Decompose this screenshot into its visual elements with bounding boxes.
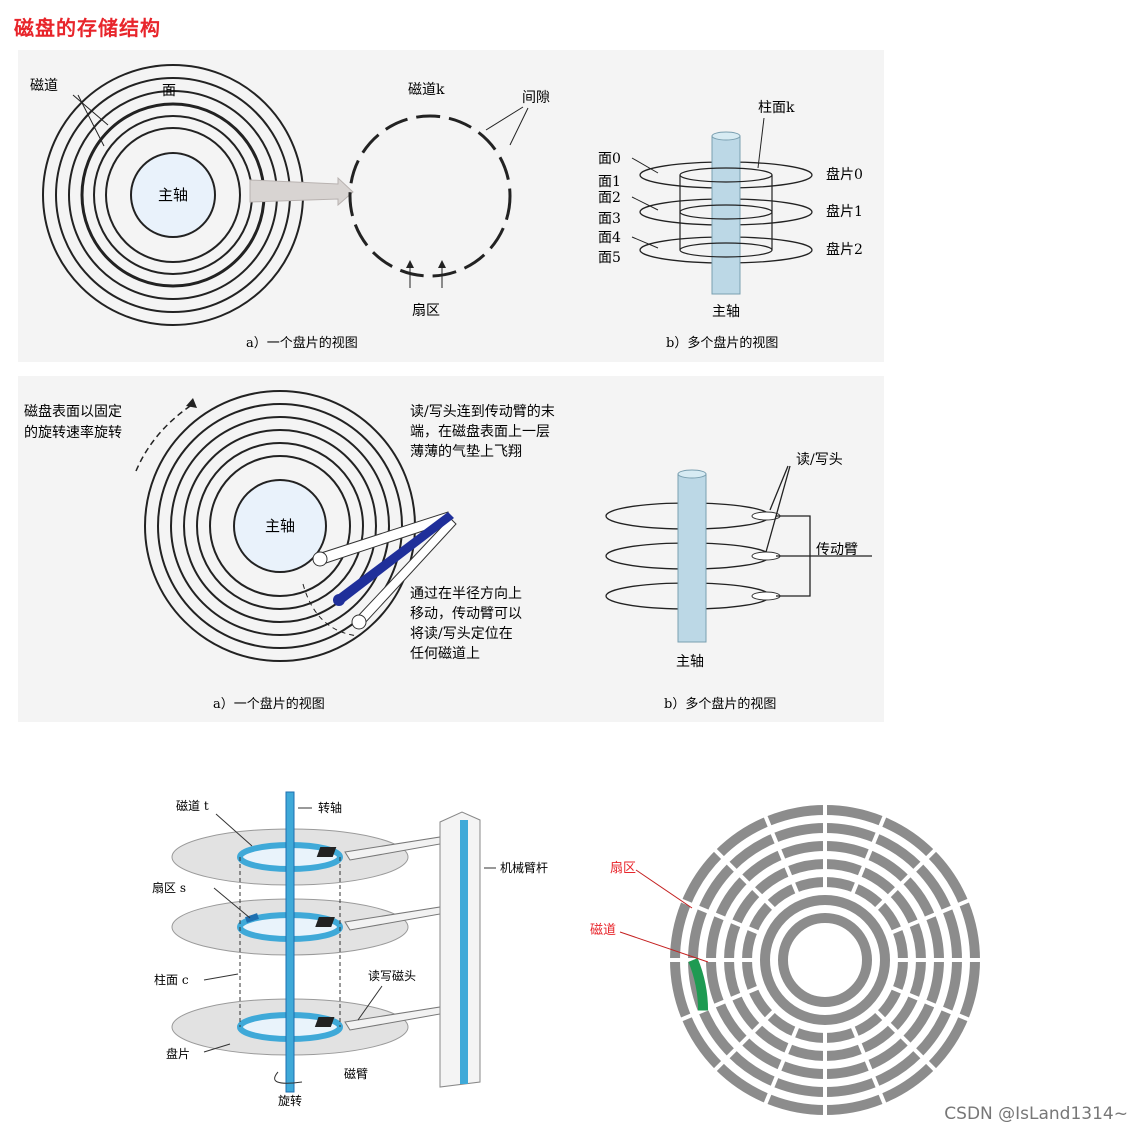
multi-arm-caption: b）多个盘片的视图	[664, 696, 776, 712]
arm-platter-panel: 主轴 磁盘表面以固定 的旋转速率旋转 读/写头连到传动臂的末 端，在磁盘表面上一…	[18, 376, 588, 722]
spindle-label: 主轴	[158, 186, 188, 204]
sector-divider	[711, 1006, 779, 1074]
move-note-3: 将读/写头定位在	[410, 625, 513, 642]
cylinder-c-label: 柱面 c	[154, 972, 189, 987]
actuator-label: 传动臂	[816, 542, 858, 558]
gap-label: 间隙	[522, 90, 550, 106]
track-k-label: 磁道k	[408, 82, 445, 98]
spindle-label-e: 转轴	[318, 800, 342, 815]
rw-head-label-b: 读写磁头	[368, 968, 416, 983]
track-t-label: 磁道 t	[176, 798, 209, 813]
sector-track-diagram: 扇区 磁道	[590, 802, 983, 1118]
sector-divider	[871, 1006, 939, 1074]
sector-divider	[711, 846, 779, 914]
single-platter-diagram: 主轴 磁道 面 磁道k 间隙 扇区 a）一个盘片的视图	[30, 64, 550, 351]
sector-divider	[887, 897, 972, 936]
stacked-platters-diagram: 磁道 t 转轴 扇区 s 机械臂杆 柱面 c 读写磁头 盘片 磁臂 旋转	[152, 791, 548, 1108]
spindle-label-b: 主轴	[712, 304, 740, 320]
move-note-4: 任何磁道上	[410, 646, 480, 662]
arm-label: 磁臂	[344, 1066, 368, 1081]
rotation-label: 旋转	[278, 1093, 302, 1108]
cylinder-label: 柱面k	[758, 100, 795, 116]
sector-label-b: 扇区	[610, 860, 636, 876]
head-note-2: 端，在磁盘表面上一层	[410, 423, 550, 440]
platter-0-label: 盘片0	[826, 166, 863, 183]
sector-divider	[678, 984, 763, 1023]
sector-divider	[849, 813, 888, 898]
spindle-rod	[285, 791, 295, 1093]
face-0-label: 面0	[598, 151, 621, 167]
move-note-2: 移动，传动臂可以	[410, 606, 522, 622]
track-label-b: 磁道	[590, 923, 616, 938]
rotate-note-1: 磁盘表面以固定	[24, 403, 122, 420]
arm-shaft	[460, 820, 468, 1084]
track-ring	[778, 913, 872, 1007]
spindle-label-d: 主轴	[676, 654, 704, 670]
sector-divider	[849, 1022, 888, 1107]
head-note-3: 薄薄的气垫上飞翔	[410, 444, 522, 460]
sector-divider	[678, 897, 763, 936]
single-platter-panel: 主轴 磁道 面 磁道k 间隙 扇区 a）一个盘片的视图	[18, 50, 588, 362]
track-k-circle	[348, 114, 512, 278]
arm-platter-diagram: 主轴 磁盘表面以固定 的旋转速率旋转 读/写头连到传动臂的末 端，在磁盘表面上一…	[24, 390, 555, 712]
multi-platter-caption: b）多个盘片的视图	[666, 335, 778, 351]
face-5-label: 面5	[598, 250, 621, 266]
sector-divider	[871, 846, 939, 914]
move-note-1: 通过在半径方向上	[410, 586, 522, 602]
platter-label: 盘片	[166, 1046, 190, 1061]
surface-label: 面	[162, 83, 176, 99]
platter-1-label: 盘片1	[826, 203, 863, 220]
arm-shaft-label: 机械臂杆	[500, 860, 548, 875]
sector-divider	[762, 813, 801, 898]
arm-platter-caption: a）一个盘片的视图	[213, 696, 325, 712]
actuator-arm	[336, 512, 454, 604]
head-note-1: 读/写头连到传动臂的末	[410, 403, 555, 420]
face-3-label: 面3	[598, 211, 621, 227]
zoom-arrow	[249, 176, 354, 207]
face-1-label: 面1	[598, 174, 621, 190]
spindle-label-c: 主轴	[265, 517, 295, 535]
rw-head-label: 读/写头	[796, 451, 843, 468]
face-2-label: 面2	[598, 190, 621, 206]
multi-arm-panel: 读/写头 传动臂 主轴 b）多个盘片的视图	[588, 376, 884, 722]
sector-divider	[887, 984, 972, 1023]
sector-label: 扇区	[412, 303, 440, 319]
track-ring	[760, 895, 890, 1025]
multi-arm-diagram: 读/写头 传动臂 主轴 b）多个盘片的视图	[605, 451, 872, 712]
stacked-platters-panel: 磁道 t 转轴 扇区 s 机械臂杆 柱面 c 读写磁头 盘片 磁臂 旋转	[140, 782, 560, 1112]
highlighted-sector	[688, 958, 709, 1011]
rotate-note-2: 的旋转速率旋转	[24, 424, 122, 441]
single-platter-caption: a）一个盘片的视图	[246, 335, 358, 351]
watermark: CSDN @IsLand1314~	[944, 1104, 1128, 1124]
spindle-column	[711, 135, 741, 295]
multi-platter-panel: 柱面k 面0 面1 面2 面3 面4 面5 盘片0 盘片1 盘片2 主轴 b）多…	[588, 50, 884, 362]
track-label: 磁道	[30, 78, 58, 94]
spindle-disc	[130, 152, 216, 238]
multi-platter-diagram: 柱面k 面0 面1 面2 面3 面4 面5 盘片0 盘片1 盘片2 主轴 b）多…	[598, 100, 863, 351]
face-4-label: 面4	[598, 230, 621, 246]
page-title: 磁盘的存储结构	[14, 16, 161, 40]
platter-2-label: 盘片2	[826, 241, 863, 258]
sector-track-panel: 扇区 磁道	[580, 780, 1000, 1120]
sector-divider	[762, 1022, 801, 1107]
sector-s-label: 扇区 s	[152, 880, 186, 895]
